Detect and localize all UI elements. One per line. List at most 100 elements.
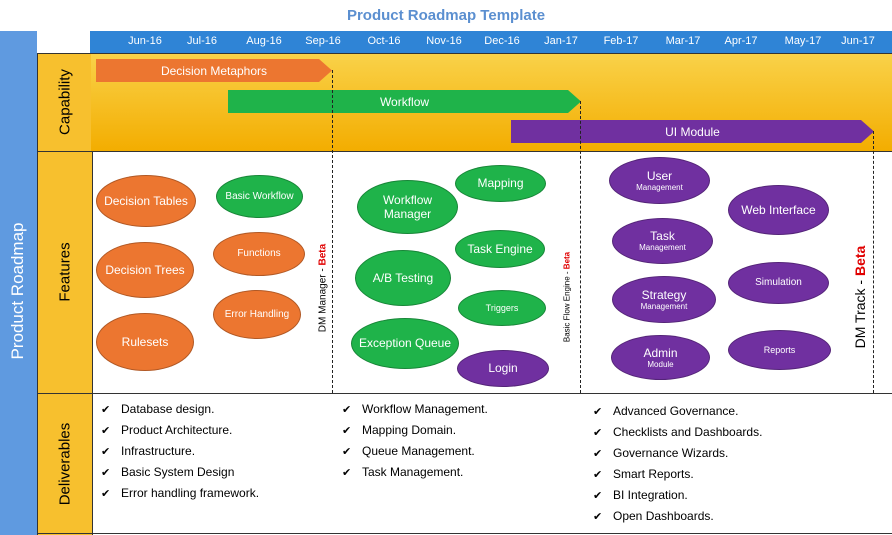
feature-exception-queue: Exception Queue xyxy=(351,318,459,369)
feature-label: Simulation xyxy=(755,277,802,288)
feature-task-engine: Task Engine xyxy=(455,230,545,268)
feature-label: Task Engine xyxy=(467,241,533,256)
lane-title: Features xyxy=(56,242,74,302)
roadmap-side-label: Product Roadmap xyxy=(8,222,27,360)
month-label: Nov-16 xyxy=(426,35,462,47)
deliverables-list-2: Workflow Management. Mapping Domain. Que… xyxy=(342,399,488,483)
deliverable-item: Infrastructure. xyxy=(101,441,259,462)
lane-title: Capability xyxy=(56,69,74,135)
month-label: Aug-16 xyxy=(246,35,282,47)
capability-bar-ui-module: UI Module xyxy=(511,120,874,143)
beta-tag: Beta xyxy=(852,245,868,277)
deliverable-item: Basic System Design xyxy=(101,462,259,483)
divider xyxy=(37,151,892,152)
feature-label: Error Handling xyxy=(224,308,290,320)
milestone-name: Basic Flow Engine - xyxy=(562,269,572,343)
month-label: Sep-16 xyxy=(305,35,341,47)
deliverable-item: Product Architecture. xyxy=(101,420,259,441)
month-label: Jun-16 xyxy=(128,35,162,47)
month-label: May-17 xyxy=(784,35,822,47)
milestone-label-basic-flow-engine: Basic Flow Engine - Beta xyxy=(563,252,572,342)
deliverable-item: Task Management. xyxy=(342,462,488,483)
feature-login: Login xyxy=(457,350,549,387)
feature-web-interface: Web Interface xyxy=(728,185,829,235)
lane-label-deliverables: Deliverables xyxy=(37,393,93,535)
feature-label: Login xyxy=(488,361,518,376)
beta-tag: Beta xyxy=(317,243,329,266)
feature-label: Mapping xyxy=(477,176,524,191)
lane-title: Deliverables xyxy=(56,422,74,506)
lane-label-features: Features xyxy=(37,151,93,393)
feature-error-handling: Error Handling xyxy=(213,290,301,339)
beta-tag: Beta xyxy=(562,251,572,270)
feature-basic-workflow: Basic Workflow xyxy=(216,175,303,218)
feature-mapping: Mapping xyxy=(455,165,546,202)
month-label: Dec-16 xyxy=(484,35,520,47)
milestone-line xyxy=(873,131,874,393)
deliverable-item: Advanced Governance. xyxy=(593,401,762,422)
month-label: Jul-16 xyxy=(187,35,217,47)
feature-label: Functions xyxy=(237,248,281,259)
deliverables-list-3: Advanced Governance. Checklists and Dash… xyxy=(593,401,762,527)
feature-rulesets: Rulesets xyxy=(96,313,194,371)
milestone-label-dm-manager: DM Manager - Beta xyxy=(318,244,329,332)
feature-label: Exception Queue xyxy=(358,336,452,351)
deliverable-item: Smart Reports. xyxy=(593,464,762,485)
deliverable-item: Governance Wizards. xyxy=(593,443,762,464)
feature-label: Rulesets xyxy=(121,334,169,349)
deliverable-item: Error handling framework. xyxy=(101,483,259,504)
feature-sublabel: Management xyxy=(636,182,683,192)
divider xyxy=(37,393,892,394)
feature-decision-tables: Decision Tables xyxy=(96,175,196,227)
milestone-name: DM Track - xyxy=(852,276,868,349)
feature-label: User xyxy=(646,168,673,183)
deliverable-item: Database design. xyxy=(101,399,259,420)
feature-label: Basic Workflow xyxy=(225,190,294,202)
feature-label: Decision Tables xyxy=(104,193,188,208)
deliverable-item: BI Integration. xyxy=(593,485,762,506)
feature-reports: Reports xyxy=(728,330,831,370)
feature-label: Workflow Manager xyxy=(382,192,433,221)
milestone-name: DM Manager - xyxy=(317,265,329,333)
feature-simulation: Simulation xyxy=(728,262,829,304)
divider xyxy=(37,533,892,534)
feature-workflow-manager: Workflow Manager xyxy=(357,180,458,234)
page-title: Product Roadmap Template xyxy=(346,7,546,24)
feature-ab-testing: A/B Testing xyxy=(355,250,451,306)
deliverable-item: Open Dashboards. xyxy=(593,506,762,527)
capability-bar-workflow: Workflow xyxy=(228,90,581,113)
feature-label: Reports xyxy=(763,344,796,355)
milestone-label-dm-track: DM Track - Beta xyxy=(852,246,868,349)
divider xyxy=(37,53,892,54)
feature-label: Strategy xyxy=(641,287,687,302)
feature-label: A/B Testing xyxy=(372,270,434,285)
month-label: Jan-17 xyxy=(544,35,578,47)
roadmap-side-panel xyxy=(0,31,37,535)
month-label: Jun-17 xyxy=(841,35,875,47)
milestone-line xyxy=(580,101,581,393)
feature-sublabel: Management xyxy=(640,301,688,311)
feature-label: Web Interface xyxy=(741,202,816,217)
feature-sublabel: Management xyxy=(639,243,686,253)
month-label: Oct-16 xyxy=(367,35,401,47)
feature-label: Decision Trees xyxy=(105,262,185,277)
capability-bar-decision-metaphors: Decision Metaphors xyxy=(96,59,332,82)
feature-label: Triggers xyxy=(485,302,519,313)
month-label: Feb-17 xyxy=(603,35,639,47)
deliverable-item: Mapping Domain. xyxy=(342,420,488,441)
deliverable-item: Checklists and Dashboards. xyxy=(593,422,762,443)
month-label: Apr-17 xyxy=(724,35,758,47)
deliverable-item: Workflow Management. xyxy=(342,399,488,420)
feature-label: Task xyxy=(650,229,675,243)
lane-label-capability: Capability xyxy=(37,53,93,151)
feature-functions: Functions xyxy=(213,232,305,276)
month-label: Mar-17 xyxy=(665,35,701,47)
milestone-line xyxy=(332,70,333,393)
feature-sublabel: Module xyxy=(647,359,674,369)
feature-triggers: Triggers xyxy=(458,290,546,326)
feature-decision-trees: Decision Trees xyxy=(96,242,194,298)
